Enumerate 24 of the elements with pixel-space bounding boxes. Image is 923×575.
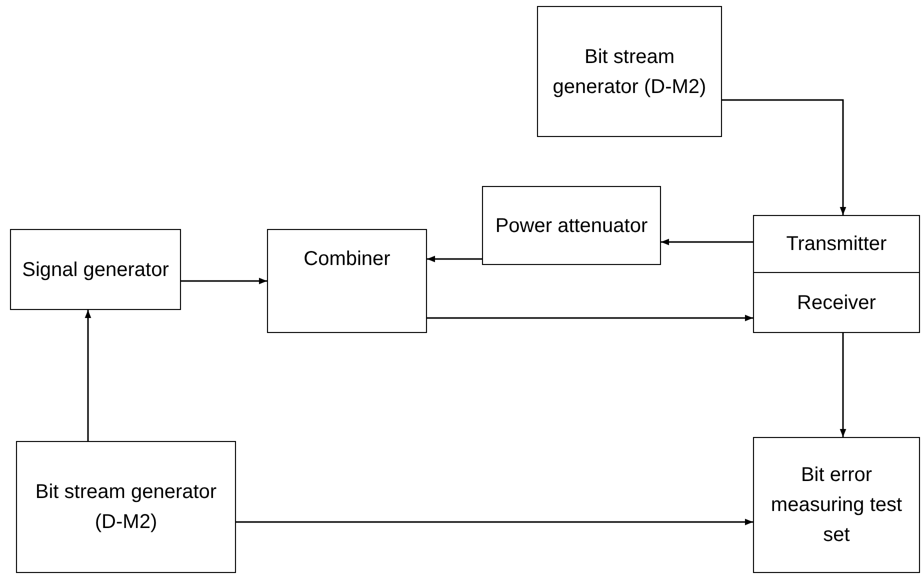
process-box xyxy=(753,437,920,573)
process-box xyxy=(537,6,722,137)
box-label: Power attenuator xyxy=(495,214,648,238)
box-label: Combiner xyxy=(304,247,390,272)
arrow xyxy=(181,278,267,284)
arrow xyxy=(661,238,753,246)
process-box xyxy=(753,215,920,273)
arrow xyxy=(236,518,753,526)
box-label: Bit error measuring test set xyxy=(770,463,904,548)
box-label: Receiver xyxy=(797,290,876,316)
arrow xyxy=(722,99,846,215)
arrow xyxy=(840,333,846,437)
arrow xyxy=(427,314,753,322)
process-box xyxy=(16,441,236,573)
box-label: Transmitter xyxy=(786,232,887,257)
process-box xyxy=(267,229,427,333)
box-label: Bit stream generator (D-M2) xyxy=(552,44,708,100)
process-box xyxy=(482,186,661,265)
arrow xyxy=(84,310,92,441)
process-box xyxy=(10,229,181,310)
arrow xyxy=(427,256,482,262)
box-label: Signal generator xyxy=(22,258,169,282)
process-box xyxy=(753,272,920,333)
box-label: Bit stream generator (D-M2) xyxy=(34,480,218,535)
